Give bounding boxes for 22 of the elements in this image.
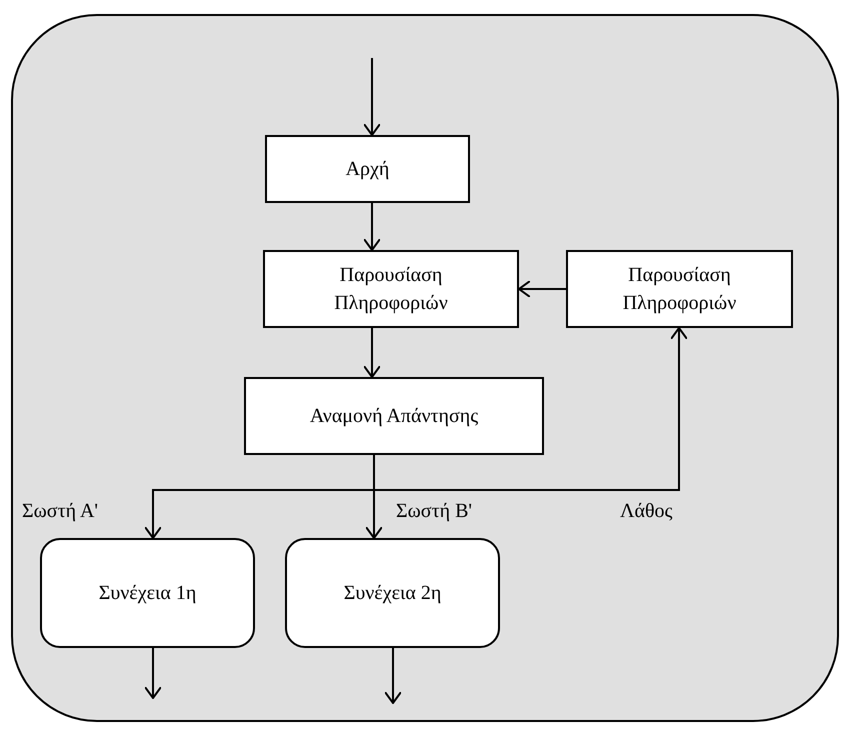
box-label: Παρουσίαση Πληροφοριών — [622, 263, 738, 316]
process-box — [566, 250, 793, 328]
process-box — [263, 250, 519, 328]
arrow — [373, 327, 688, 491]
rounded-box — [40, 538, 255, 648]
arrow — [363, 328, 381, 378]
arrow — [144, 648, 162, 699]
arrow — [384, 648, 402, 704]
box-label: Αναμονή Απάντησης — [310, 404, 478, 429]
edge-label: Σωστή Α' — [22, 500, 98, 522]
box-label: Συνέχεια 1η — [98, 581, 196, 606]
rounded-box — [285, 538, 500, 648]
arrow — [363, 203, 381, 251]
process-box — [244, 377, 544, 455]
box-label: Παρουσίαση Πληροφοριών — [333, 263, 449, 316]
box-label: Αρχή — [346, 157, 390, 182]
process-box — [265, 135, 470, 203]
edge-label: Σωστή Β' — [396, 500, 472, 522]
arrow — [518, 280, 566, 298]
box-label: Συνέχεια 2η — [344, 581, 442, 606]
arrow — [363, 58, 381, 136]
edge-label: Λάθος — [620, 500, 672, 522]
